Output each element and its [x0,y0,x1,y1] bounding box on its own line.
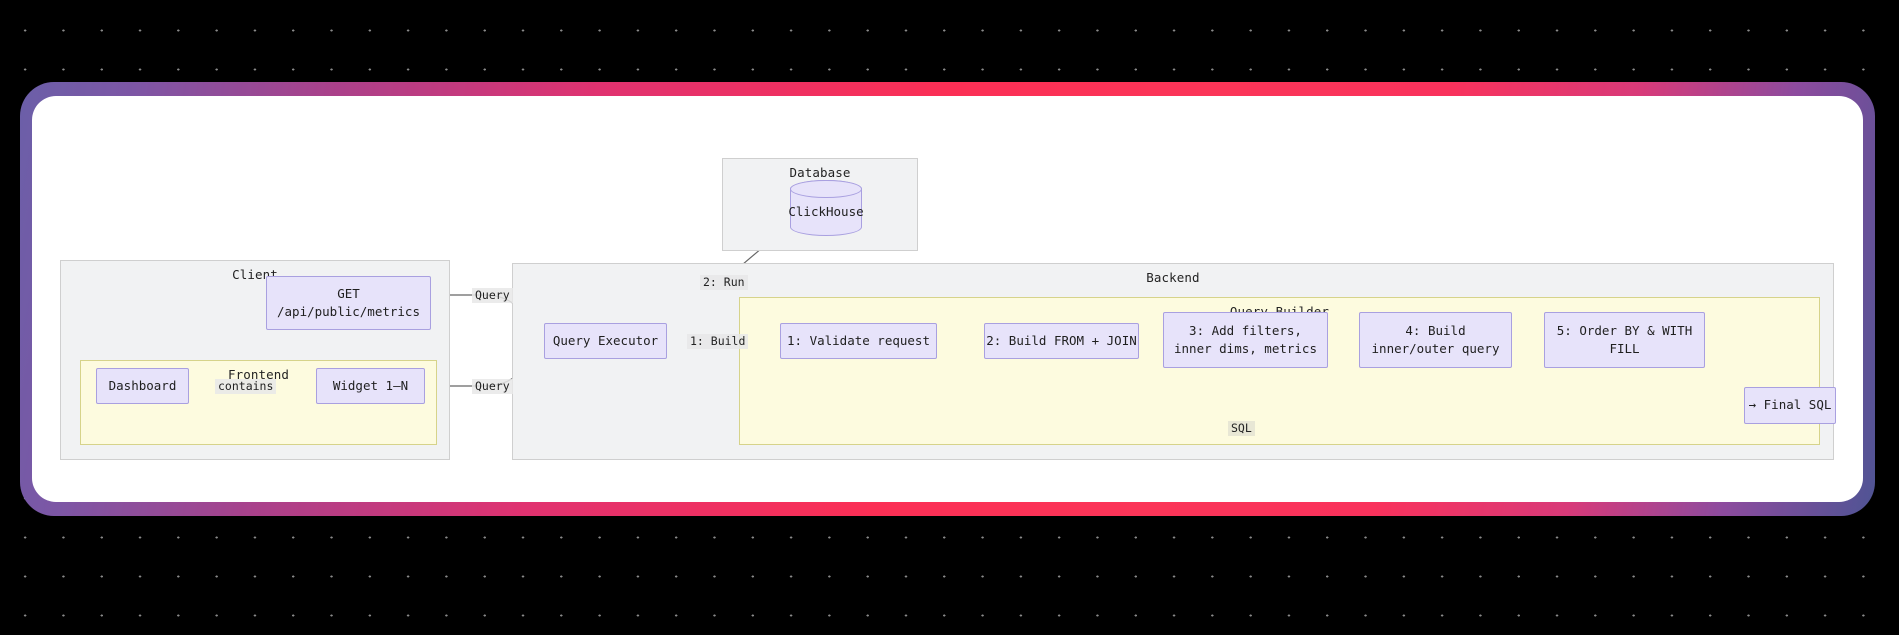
edge-label-query-from-widget: Query [472,379,513,394]
node-clickhouse-label: ClickHouse [788,203,864,219]
node-get-line1: GET [337,285,360,301]
node-widget[interactable]: Widget 1–N [316,368,425,404]
node-step-5-order-by-with-fill[interactable]: 5: Order BY & WITH FILL [1544,312,1705,368]
node-step-2-build-from-join[interactable]: 2: Build FROM + JOIN [984,323,1139,359]
diagram-card: Client GET /api/public/metrics Frontend … [32,96,1863,502]
node-dashboard[interactable]: Dashboard [96,368,189,404]
node-step-3-add-filters[interactable]: 3: Add filters, inner dims, metrics [1163,312,1328,368]
node-get-api-public-metrics[interactable]: GET /api/public/metrics [266,276,431,330]
edge-label-1-build: 1: Build [687,334,749,349]
node-query-executor[interactable]: Query Executor [544,323,667,359]
node-step4-line2: inner/outer query [1371,341,1500,356]
node-query-executor-label: Query Executor [552,332,659,348]
node-step-4-build-inner-outer-query[interactable]: 4: Build inner/outer query [1359,312,1512,368]
subgraph-database-title: Database [789,165,851,180]
node-step5-line1: 5: Order BY & WITH [1556,322,1693,338]
node-widget-label: Widget 1–N [332,377,409,393]
node-step3-line1: 3: Add filters, [1189,322,1302,338]
node-step3-line2: inner dims, metrics [1174,341,1317,356]
edge-label-sql: SQL [1228,421,1255,436]
node-final-sql[interactable]: → Final SQL [1744,387,1836,424]
node-step-1-validate-request[interactable]: 1: Validate request [780,323,937,359]
node-get-line2: /api/public/metrics [277,304,420,319]
node-step5-line2: FILL [1609,341,1640,356]
node-step1-label: 1: Validate request [787,332,930,348]
edge-label-2-run: 2: Run [700,275,748,290]
edge-label-contains: contains [215,379,277,394]
node-clickhouse-database-cylinder[interactable]: ClickHouse [788,180,864,236]
subgraph-frontend-title: Frontend [227,367,289,382]
node-final-sql-label: → Final SQL [1748,397,1832,413]
node-step4-line1: 4: Build [1405,322,1466,338]
node-step2-label: 2: Build FROM + JOIN [986,332,1137,348]
node-dashboard-label: Dashboard [108,377,177,393]
edge-label-query-from-get: Query [472,288,513,303]
subgraph-backend-title: Backend [1146,270,1200,285]
